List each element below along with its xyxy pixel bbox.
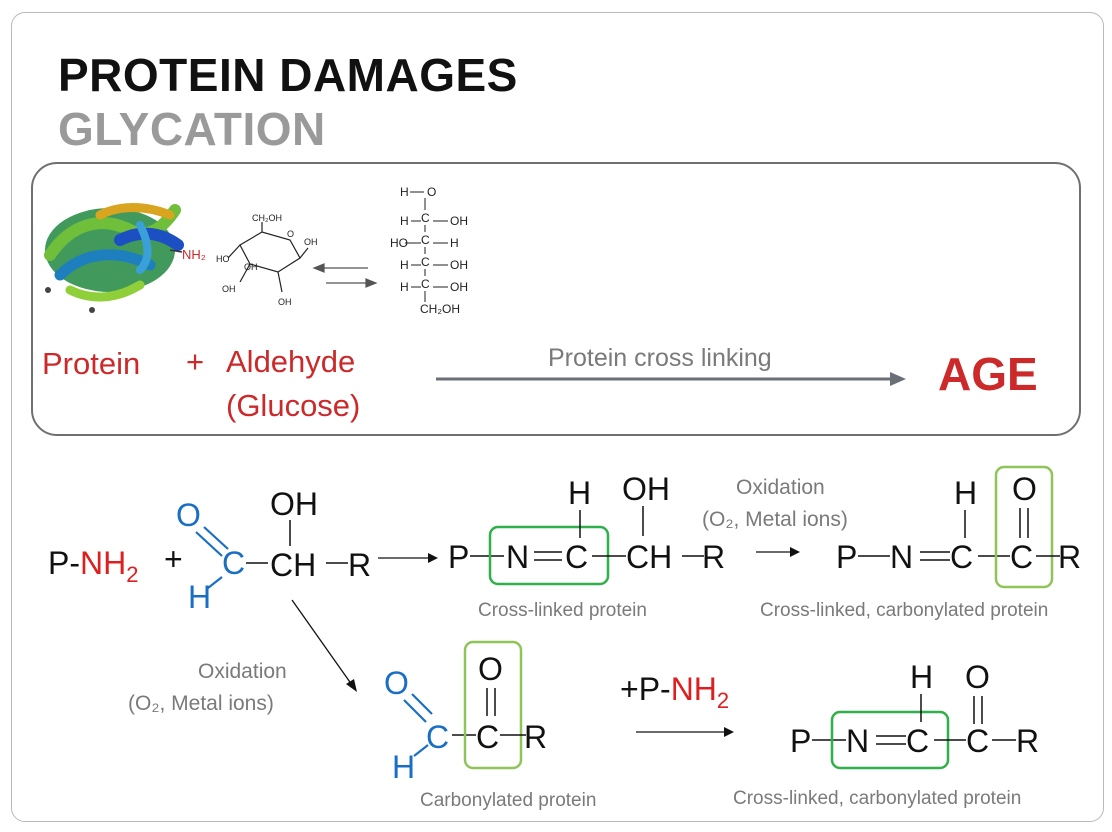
svg-text:OH: OH xyxy=(450,258,468,272)
xlc-h: H xyxy=(954,475,977,511)
nh2-label: NH₂ xyxy=(182,247,206,262)
xlc-c1: C xyxy=(950,539,973,575)
plus-sign: + xyxy=(186,344,204,379)
carb-o: O xyxy=(384,665,409,701)
page-title: PROTEIN DAMAGES xyxy=(58,49,518,101)
xlc-o: O xyxy=(1012,471,1037,507)
age-label: AGE xyxy=(938,348,1038,400)
reactant-r: R xyxy=(348,547,371,583)
xlc-p: P xyxy=(836,539,857,575)
carb-c2: C xyxy=(476,719,499,755)
page-subtitle: GLYCATION xyxy=(58,103,326,155)
svg-text:C: C xyxy=(421,255,430,269)
oxidation-label-1: Oxidation xyxy=(736,476,825,499)
reactant-p-nh2: P-NH2 xyxy=(48,545,138,587)
xl-h: H xyxy=(568,475,591,511)
aldehyde-c: C xyxy=(222,545,245,581)
svg-text:OH: OH xyxy=(450,214,468,228)
xl-c: C xyxy=(565,539,588,575)
glycation-overview-panel xyxy=(31,162,1081,436)
svg-text:O: O xyxy=(287,229,294,239)
plus-p-nh2-label: +P-NH2 xyxy=(620,671,729,713)
xl-p: P xyxy=(448,539,469,575)
glucose-open-chain-bonds xyxy=(405,191,448,302)
aldehyde-bonds xyxy=(195,526,229,589)
oxidation-label-2: Oxidation xyxy=(198,660,287,683)
svg-text:C: C xyxy=(421,277,430,291)
svg-text:H: H xyxy=(400,280,409,294)
svg-text:CH₂OH: CH₂OH xyxy=(420,302,460,316)
cross-linked-carbonylated-caption-2: Cross-linked, carbonylated protein xyxy=(733,788,1021,809)
aldehyde-label: Aldehyde xyxy=(226,344,355,379)
reaction-arrow-oxidation-down xyxy=(291,599,357,692)
xl-n: N xyxy=(506,539,529,575)
xlc2-p: P xyxy=(790,723,811,759)
reaction-plus: + xyxy=(164,541,183,577)
xl-oh: OH xyxy=(622,471,670,507)
oxidation-conditions-2: (O₂, Metal ions) xyxy=(128,692,274,715)
svg-text:O: O xyxy=(427,185,436,199)
svg-text:OH: OH xyxy=(244,262,258,272)
carb-aldehyde-bonds xyxy=(403,693,433,757)
carbonyl-highlight-box-2 xyxy=(463,640,523,770)
protein-structure-image xyxy=(44,203,184,313)
carb-h: H xyxy=(392,749,415,785)
svg-text:HO: HO xyxy=(216,254,230,264)
oxidation-conditions-1: (O₂, Metal ions) xyxy=(702,508,848,531)
xlc2-n: N xyxy=(846,723,869,759)
svg-text:OH: OH xyxy=(304,237,318,247)
cross-linked-protein-caption: Cross-linked protein xyxy=(478,600,647,621)
xlc2-r: R xyxy=(1016,723,1039,759)
xlc2-c2: C xyxy=(966,723,989,759)
reaction-arrow-3 xyxy=(636,727,734,737)
xl-ch: CH xyxy=(626,539,672,575)
slide-frame xyxy=(11,12,1104,822)
svg-text:H: H xyxy=(400,258,409,272)
xlc2-c1: C xyxy=(906,723,929,759)
carb-o2: O xyxy=(478,651,503,687)
protein-label: Protein xyxy=(42,346,140,381)
xlc2-h: H xyxy=(910,659,933,695)
cross-linking-arrow xyxy=(436,372,906,386)
xl-r: R xyxy=(702,539,725,575)
svg-text:C: C xyxy=(421,233,430,247)
carbonyl-highlight-box-1 xyxy=(994,465,1054,589)
reaction-arrow-2 xyxy=(756,547,800,557)
carb-c1: C xyxy=(426,719,449,755)
carbonylated-protein-caption: Carbonylated protein xyxy=(420,790,596,811)
svg-text:CH₂OH: CH₂OH xyxy=(252,213,282,223)
glucose-ring-labels: CH₂OH O OH OH OH OH HO xyxy=(216,213,318,307)
reactant-oh: OH xyxy=(270,486,318,522)
xlc2-o: O xyxy=(965,659,990,695)
reaction-arrow-1 xyxy=(378,553,438,563)
reactant-ch: CH xyxy=(270,547,316,583)
carb-r: R xyxy=(524,719,547,755)
xlc-r: R xyxy=(1058,539,1081,575)
xlc-n: N xyxy=(890,539,913,575)
glucose-ring-structure xyxy=(227,222,309,293)
svg-text:H: H xyxy=(400,185,409,199)
svg-text:OH: OH xyxy=(278,297,292,307)
svg-text:H: H xyxy=(450,236,459,250)
svg-text:OH: OH xyxy=(450,280,468,294)
xlc-c2: C xyxy=(1010,539,1033,575)
glucose-label: (Glucose) xyxy=(226,388,360,423)
cross-linked-carbonylated-caption-1: Cross-linked, carbonylated protein xyxy=(760,600,1048,621)
svg-text:H: H xyxy=(400,214,409,228)
equilibrium-arrows xyxy=(312,263,378,288)
arrow-label: Protein cross linking xyxy=(548,344,772,372)
svg-text:C: C xyxy=(421,211,430,225)
aldehyde-h: H xyxy=(188,579,211,615)
svg-text:OH: OH xyxy=(222,284,236,294)
svg-text:HO: HO xyxy=(390,236,408,250)
aldehyde-o: O xyxy=(176,497,201,533)
